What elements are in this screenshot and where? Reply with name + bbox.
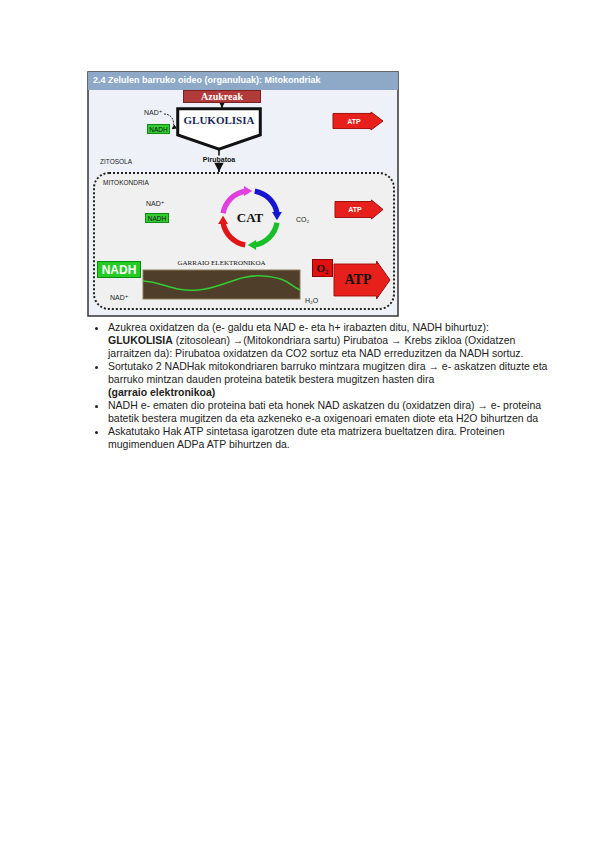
nadh-box: NADH	[145, 213, 169, 223]
bullet-text: Sortutako 2 NADHak mitokondriaren barruk…	[108, 360, 547, 385]
cycle-arc	[223, 191, 245, 213]
bold-term: GLUKOLISIA	[108, 334, 173, 346]
membrane-body	[143, 270, 300, 299]
edge-label: Pirubatoa	[201, 156, 237, 163]
bullet-item: Sortutako 2 NADHak mitokondriaren barruk…	[108, 360, 548, 399]
bullet-text: Azukrea oxidatzen da (e- galdu eta NAD e…	[108, 321, 548, 334]
box-label: NADH	[102, 263, 137, 277]
slide-frame	[88, 72, 398, 316]
arrow-outline	[333, 112, 383, 130]
bullet-text: NADH e- ematen dio proteina bati eta hon…	[108, 399, 541, 424]
atp-arrow: ATP	[333, 112, 383, 130]
oxygen-box: O₂	[312, 259, 333, 277]
flow-arrow	[221, 103, 223, 108]
bold-term: (garraio elektronikoa)	[108, 386, 548, 399]
arrow-outline	[335, 200, 383, 219]
bullet-item: Azukrea oxidatzen da (e- galdu eta NAD e…	[108, 321, 548, 360]
region-label: ZITOSOLA	[100, 158, 132, 165]
process-label: GLUKOLISIA	[184, 114, 255, 126]
electron-path	[143, 276, 300, 290]
sugar-box: Azukreak	[183, 90, 261, 103]
band-label: GARRAIO ELEKTRONIKOA	[177, 259, 265, 267]
box-label: NADH	[148, 215, 166, 222]
cycle-arc	[223, 223, 245, 245]
molecule-label: NAD⁺	[144, 109, 162, 117]
box-label: Azukreak	[201, 91, 243, 102]
membrane-band	[143, 270, 300, 299]
cycle-arc	[255, 223, 277, 245]
cycle-arrowhead	[218, 216, 228, 224]
bullet-list: Azukrea oxidatzen da (e- galdu eta NAD e…	[92, 321, 548, 451]
box-label: ATP	[347, 118, 360, 125]
box-label: O₂	[317, 262, 329, 274]
nadh-box: NADH	[97, 261, 141, 278]
atp-arrow: ATP	[335, 200, 383, 219]
cycle-arc	[255, 191, 277, 213]
atp-arrow: ATP	[334, 261, 390, 299]
bullet-item: NADH e- ematen dio proteina bati eta hon…	[108, 399, 548, 425]
header-bar	[88, 72, 398, 90]
bullet-text: Askatutako Hak ATP sintetasa igarotzen d…	[108, 425, 505, 450]
arrow-outline	[334, 261, 390, 299]
flow-arrow	[218, 150, 220, 172]
nadh-box: NADH	[147, 124, 170, 134]
cycle-arrowhead	[272, 212, 282, 220]
glycolysis-arrow: GLUKOLISIA	[176, 108, 262, 150]
electron-transport-band: GARRAIO ELEKTRONIKOA	[143, 259, 300, 299]
cycle-label: CAT	[237, 210, 263, 226]
region-label: MITOKONDRIA	[103, 179, 149, 186]
bullet-item: Askatutako Hak ATP sintetasa igarotzen d…	[108, 425, 548, 451]
box-label: NADH	[149, 126, 167, 133]
box-label: ATP	[348, 206, 361, 213]
box-label: ATP	[345, 272, 372, 288]
mitochondrion-region: MITOKONDRIA CAT NADH ATP GARRAIO ELEKTRONIKO…	[93, 172, 395, 310]
slide-title: 2.4 Zelulen barruko oideo (organuluak): …	[93, 75, 321, 85]
cycle-arrowhead	[244, 186, 252, 196]
krebs-cycle: CAT	[212, 180, 288, 256]
cycle-arrowhead	[248, 240, 256, 250]
glycolysis-outline	[178, 109, 261, 149]
